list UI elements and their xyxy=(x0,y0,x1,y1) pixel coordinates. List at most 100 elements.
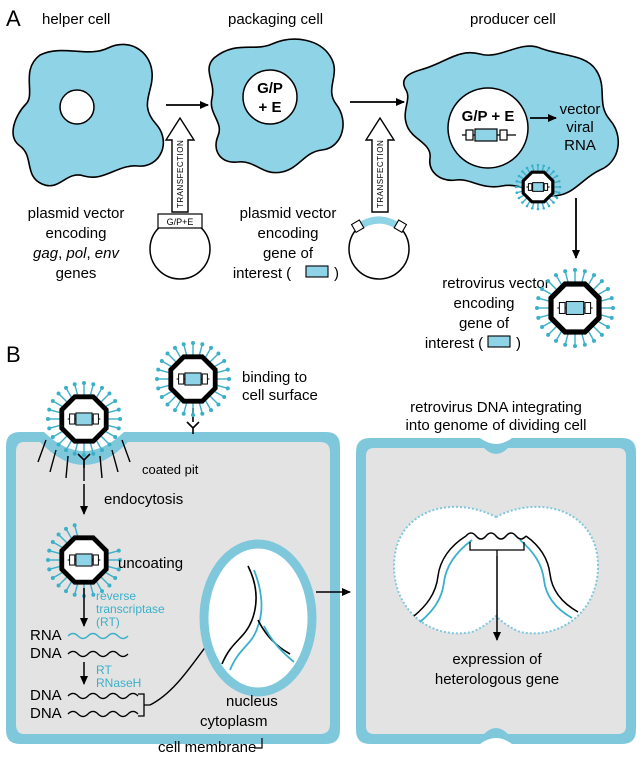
virion-spike-tip xyxy=(47,407,52,412)
virion-spike-tip xyxy=(536,207,540,211)
virion-spike-tip xyxy=(116,567,121,572)
virion-spike-tip xyxy=(546,279,551,284)
integrating-line-2: into genome of dividing cell xyxy=(406,417,587,434)
vector-rna-line-1: vector xyxy=(560,101,601,118)
virion-ltr-left xyxy=(69,413,76,425)
cell-membrane-pointer xyxy=(254,738,263,749)
virion-spike-tip xyxy=(547,204,551,208)
virion-spike-tip xyxy=(64,589,68,594)
endocytosis-label: endocytosis xyxy=(104,491,183,508)
virion-spike-tip xyxy=(540,287,545,291)
plasmid-gpe-label: G/P+E xyxy=(167,217,194,227)
virion-spike-tip xyxy=(216,351,221,356)
rt-line-3: (RT) xyxy=(96,615,120,629)
transfection-arrow-2: TRANSFECTION xyxy=(364,116,396,213)
virion-spike-tip xyxy=(200,411,205,416)
dna-label: DNA xyxy=(30,645,62,662)
plasmid2-line-1: plasmid vector xyxy=(240,205,337,222)
virion-spike-tip xyxy=(531,164,534,168)
receptor-pit xyxy=(77,453,91,468)
dividing-dna-left-a xyxy=(413,535,467,617)
virion-spike xyxy=(100,393,110,403)
virion-spike xyxy=(52,400,64,408)
virion-spike xyxy=(65,528,73,540)
expression-line-2: heterologous gene xyxy=(435,671,559,688)
virion-spike xyxy=(204,399,212,411)
virion-spike-tip xyxy=(547,166,551,170)
virion-spike-tip xyxy=(113,399,118,403)
virion-spike xyxy=(555,330,563,342)
virion-spike-tip xyxy=(573,344,577,348)
virion-spike xyxy=(95,387,103,399)
plasmid1-genes-line: gag, pol, env xyxy=(33,245,120,262)
virion-spike xyxy=(52,571,64,579)
rna-strand xyxy=(67,632,129,640)
virion-spike xyxy=(538,314,551,319)
producer-gene-cassette xyxy=(462,128,516,142)
virion-spike-tip xyxy=(609,296,614,301)
virion-spike-tip xyxy=(159,359,164,363)
virion-spike xyxy=(592,280,603,291)
virion-spike-tip xyxy=(209,345,213,350)
virion-spike xyxy=(74,525,79,537)
virion-gene-insert xyxy=(565,301,585,315)
plasmid1-line-2: encoding xyxy=(46,225,107,242)
virion-spike xyxy=(65,439,73,451)
virion-spike-tip xyxy=(557,180,561,183)
virion-spike-tip xyxy=(118,417,122,421)
virion-spike xyxy=(161,390,173,398)
virion-spike xyxy=(213,360,225,368)
virion-spike xyxy=(95,580,103,592)
packaging-cell-nucleus xyxy=(242,69,298,125)
virion-spike xyxy=(541,288,553,296)
virion-spike xyxy=(198,344,203,356)
helper-cell-nucleus xyxy=(59,89,95,125)
virion-spike-tip xyxy=(118,558,122,562)
virion-spike-tip xyxy=(100,448,104,453)
virion-spike-tip xyxy=(558,185,562,189)
virion-gene-insert xyxy=(184,372,202,386)
virion-spike-tip xyxy=(605,287,610,291)
virion-spike xyxy=(52,541,64,549)
producer-cell-nucleus xyxy=(447,87,529,169)
plasmid-gpe-insert xyxy=(157,213,203,229)
virion-spike-tip xyxy=(542,206,545,210)
cell-membrane-label: cell membrane xyxy=(158,739,256,756)
transfection-arrow-1: TRANSFECTION xyxy=(164,116,196,213)
virion-spike xyxy=(161,360,173,368)
virion-spike-tip xyxy=(72,523,77,528)
virion-spike-tip xyxy=(191,341,195,345)
integrating-line-1: retrovirus DNA integrating xyxy=(410,399,582,416)
virion-spike xyxy=(107,550,119,555)
virion-spike-tip xyxy=(540,325,545,329)
virion-spike-tip xyxy=(609,315,614,320)
virion-spike-tip xyxy=(64,526,68,531)
dna2-label-2: DNA xyxy=(30,705,62,722)
rt-line-1: reverse xyxy=(96,589,136,603)
virion-spike xyxy=(100,435,110,445)
virion-spike-tip xyxy=(82,453,86,457)
virion-spike-tip xyxy=(605,325,610,329)
retrovirus-line-2: encoding xyxy=(454,295,515,312)
packaging-nucleus-label-2: + E xyxy=(259,99,282,116)
virion-spike xyxy=(541,320,553,328)
nucleus-dna-d xyxy=(263,625,295,663)
virion-spike xyxy=(547,280,558,291)
retrovirus-particle xyxy=(535,268,615,348)
virion-spike-tip xyxy=(173,408,177,413)
virion-spike xyxy=(204,347,212,359)
virion-spike xyxy=(74,442,79,454)
plasmid2-line-4a: interest ( xyxy=(233,265,291,282)
virion-uncoating xyxy=(46,523,122,598)
virion-ltr-right xyxy=(92,413,99,425)
virion-spike-tip xyxy=(46,558,50,562)
virion-spike xyxy=(581,271,586,284)
virion-spike xyxy=(599,297,612,302)
producer-cell-title: producer cell xyxy=(470,11,556,28)
virion-spike-tip xyxy=(554,273,558,278)
virion-spike-tip xyxy=(173,345,177,350)
virion-spike xyxy=(95,439,103,451)
virion-spike-tip xyxy=(159,395,164,399)
dividing-dna-left-b xyxy=(419,539,473,623)
virion-spike-tip xyxy=(165,351,170,356)
